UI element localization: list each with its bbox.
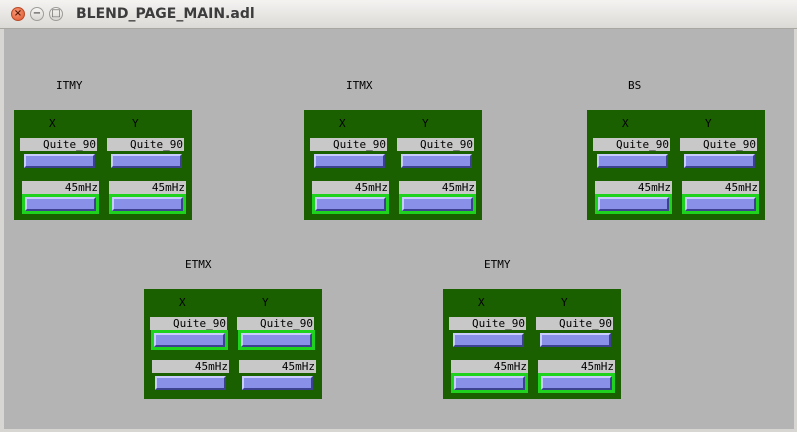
- y-filter-readout: Quite_90: [536, 317, 613, 330]
- axis-label-x: X: [622, 117, 629, 130]
- y-filter-button[interactable]: [537, 330, 614, 350]
- button-face[interactable]: [242, 376, 313, 390]
- y-freq-readout: 45mHz: [682, 181, 759, 194]
- x-filter-readout: Quite_90: [449, 317, 526, 330]
- group-label-etmx: ETMX: [185, 258, 212, 271]
- y-freq-button[interactable]: [682, 194, 759, 214]
- x-freq-button[interactable]: [152, 373, 229, 393]
- minimize-icon[interactable]: −: [30, 7, 44, 21]
- button-face[interactable]: [684, 154, 755, 168]
- panel-etmx: X Y Quite_90 Quite_90 45mHz 45mHz: [144, 289, 322, 399]
- panel-bs: X Y Quite_90 Quite_90 45mHz 45mHz: [587, 110, 765, 220]
- y-filter-button[interactable]: [108, 151, 185, 171]
- y-freq-readout: 45mHz: [399, 181, 476, 194]
- y-filter-readout: Quite_90: [237, 317, 314, 330]
- x-filter-readout: Quite_90: [150, 317, 227, 330]
- y-freq-readout: 45mHz: [109, 181, 186, 194]
- y-filter-button[interactable]: [238, 330, 315, 350]
- title-bar[interactable]: × − □ BLEND_PAGE_MAIN.adl: [0, 0, 797, 29]
- button-face[interactable]: [155, 376, 226, 390]
- window-title: BLEND_PAGE_MAIN.adl: [76, 6, 255, 22]
- x-freq-readout: 45mHz: [451, 360, 528, 373]
- x-freq-readout: 45mHz: [312, 181, 389, 194]
- y-freq-button[interactable]: [109, 194, 186, 214]
- x-filter-button[interactable]: [21, 151, 98, 171]
- axis-label-y: Y: [422, 117, 429, 130]
- axis-label-x: X: [339, 117, 346, 130]
- axis-label-x: X: [49, 117, 56, 130]
- x-freq-button[interactable]: [595, 194, 672, 214]
- x-filter-button[interactable]: [594, 151, 671, 171]
- x-freq-button[interactable]: [312, 194, 389, 214]
- axis-label-y: Y: [705, 117, 712, 130]
- x-filter-readout: Quite_90: [593, 138, 670, 151]
- button-face[interactable]: [453, 333, 524, 347]
- x-filter-readout: Quite_90: [310, 138, 387, 151]
- button-face[interactable]: [597, 154, 668, 168]
- panel-etmy: X Y Quite_90 Quite_90 45mHz 45mHz: [443, 289, 621, 399]
- y-filter-readout: Quite_90: [107, 138, 184, 151]
- x-freq-readout: 45mHz: [22, 181, 99, 194]
- axis-label-y: Y: [132, 117, 139, 130]
- y-freq-readout: 45mHz: [538, 360, 615, 373]
- y-filter-button[interactable]: [681, 151, 758, 171]
- group-label-etmy: ETMY: [484, 258, 511, 271]
- y-filter-button[interactable]: [398, 151, 475, 171]
- maximize-icon[interactable]: □: [49, 7, 63, 21]
- x-freq-readout: 45mHz: [152, 360, 229, 373]
- x-filter-button[interactable]: [151, 330, 228, 350]
- button-face[interactable]: [154, 333, 225, 347]
- close-icon[interactable]: ×: [11, 7, 25, 21]
- window-frame-right: [794, 29, 797, 432]
- button-face[interactable]: [314, 154, 385, 168]
- y-filter-readout: Quite_90: [680, 138, 757, 151]
- x-filter-button[interactable]: [450, 330, 527, 350]
- button-face[interactable]: [401, 154, 472, 168]
- axis-label-y: Y: [262, 296, 269, 309]
- button-face[interactable]: [111, 154, 182, 168]
- button-face[interactable]: [685, 197, 756, 211]
- x-freq-button[interactable]: [451, 373, 528, 393]
- button-face[interactable]: [112, 197, 183, 211]
- panel-itmx: X Y Quite_90 Quite_90 45mHz 45mHz: [304, 110, 482, 220]
- y-freq-button[interactable]: [239, 373, 316, 393]
- y-freq-button[interactable]: [399, 194, 476, 214]
- window-frame-bottom: [0, 429, 797, 432]
- group-label-itmy: ITMY: [56, 79, 83, 92]
- button-face[interactable]: [598, 197, 669, 211]
- group-label-itmx: ITMX: [346, 79, 373, 92]
- axis-label-x: X: [179, 296, 186, 309]
- button-face[interactable]: [454, 376, 525, 390]
- button-face[interactable]: [24, 154, 95, 168]
- y-freq-readout: 45mHz: [239, 360, 316, 373]
- window-frame-left: [0, 29, 4, 432]
- y-filter-readout: Quite_90: [397, 138, 474, 151]
- button-face[interactable]: [541, 376, 612, 390]
- button-face[interactable]: [540, 333, 611, 347]
- x-filter-button[interactable]: [311, 151, 388, 171]
- button-face[interactable]: [402, 197, 473, 211]
- x-freq-button[interactable]: [22, 194, 99, 214]
- axis-label-y: Y: [561, 296, 568, 309]
- x-freq-readout: 45mHz: [595, 181, 672, 194]
- button-face[interactable]: [315, 197, 386, 211]
- x-filter-readout: Quite_90: [20, 138, 97, 151]
- axis-label-x: X: [478, 296, 485, 309]
- panel-itmy: X Y Quite_90 Quite_90 45mHz 45mHz: [14, 110, 192, 220]
- y-freq-button[interactable]: [538, 373, 615, 393]
- group-label-bs: BS: [628, 79, 642, 92]
- button-face[interactable]: [25, 197, 96, 211]
- button-face[interactable]: [241, 333, 312, 347]
